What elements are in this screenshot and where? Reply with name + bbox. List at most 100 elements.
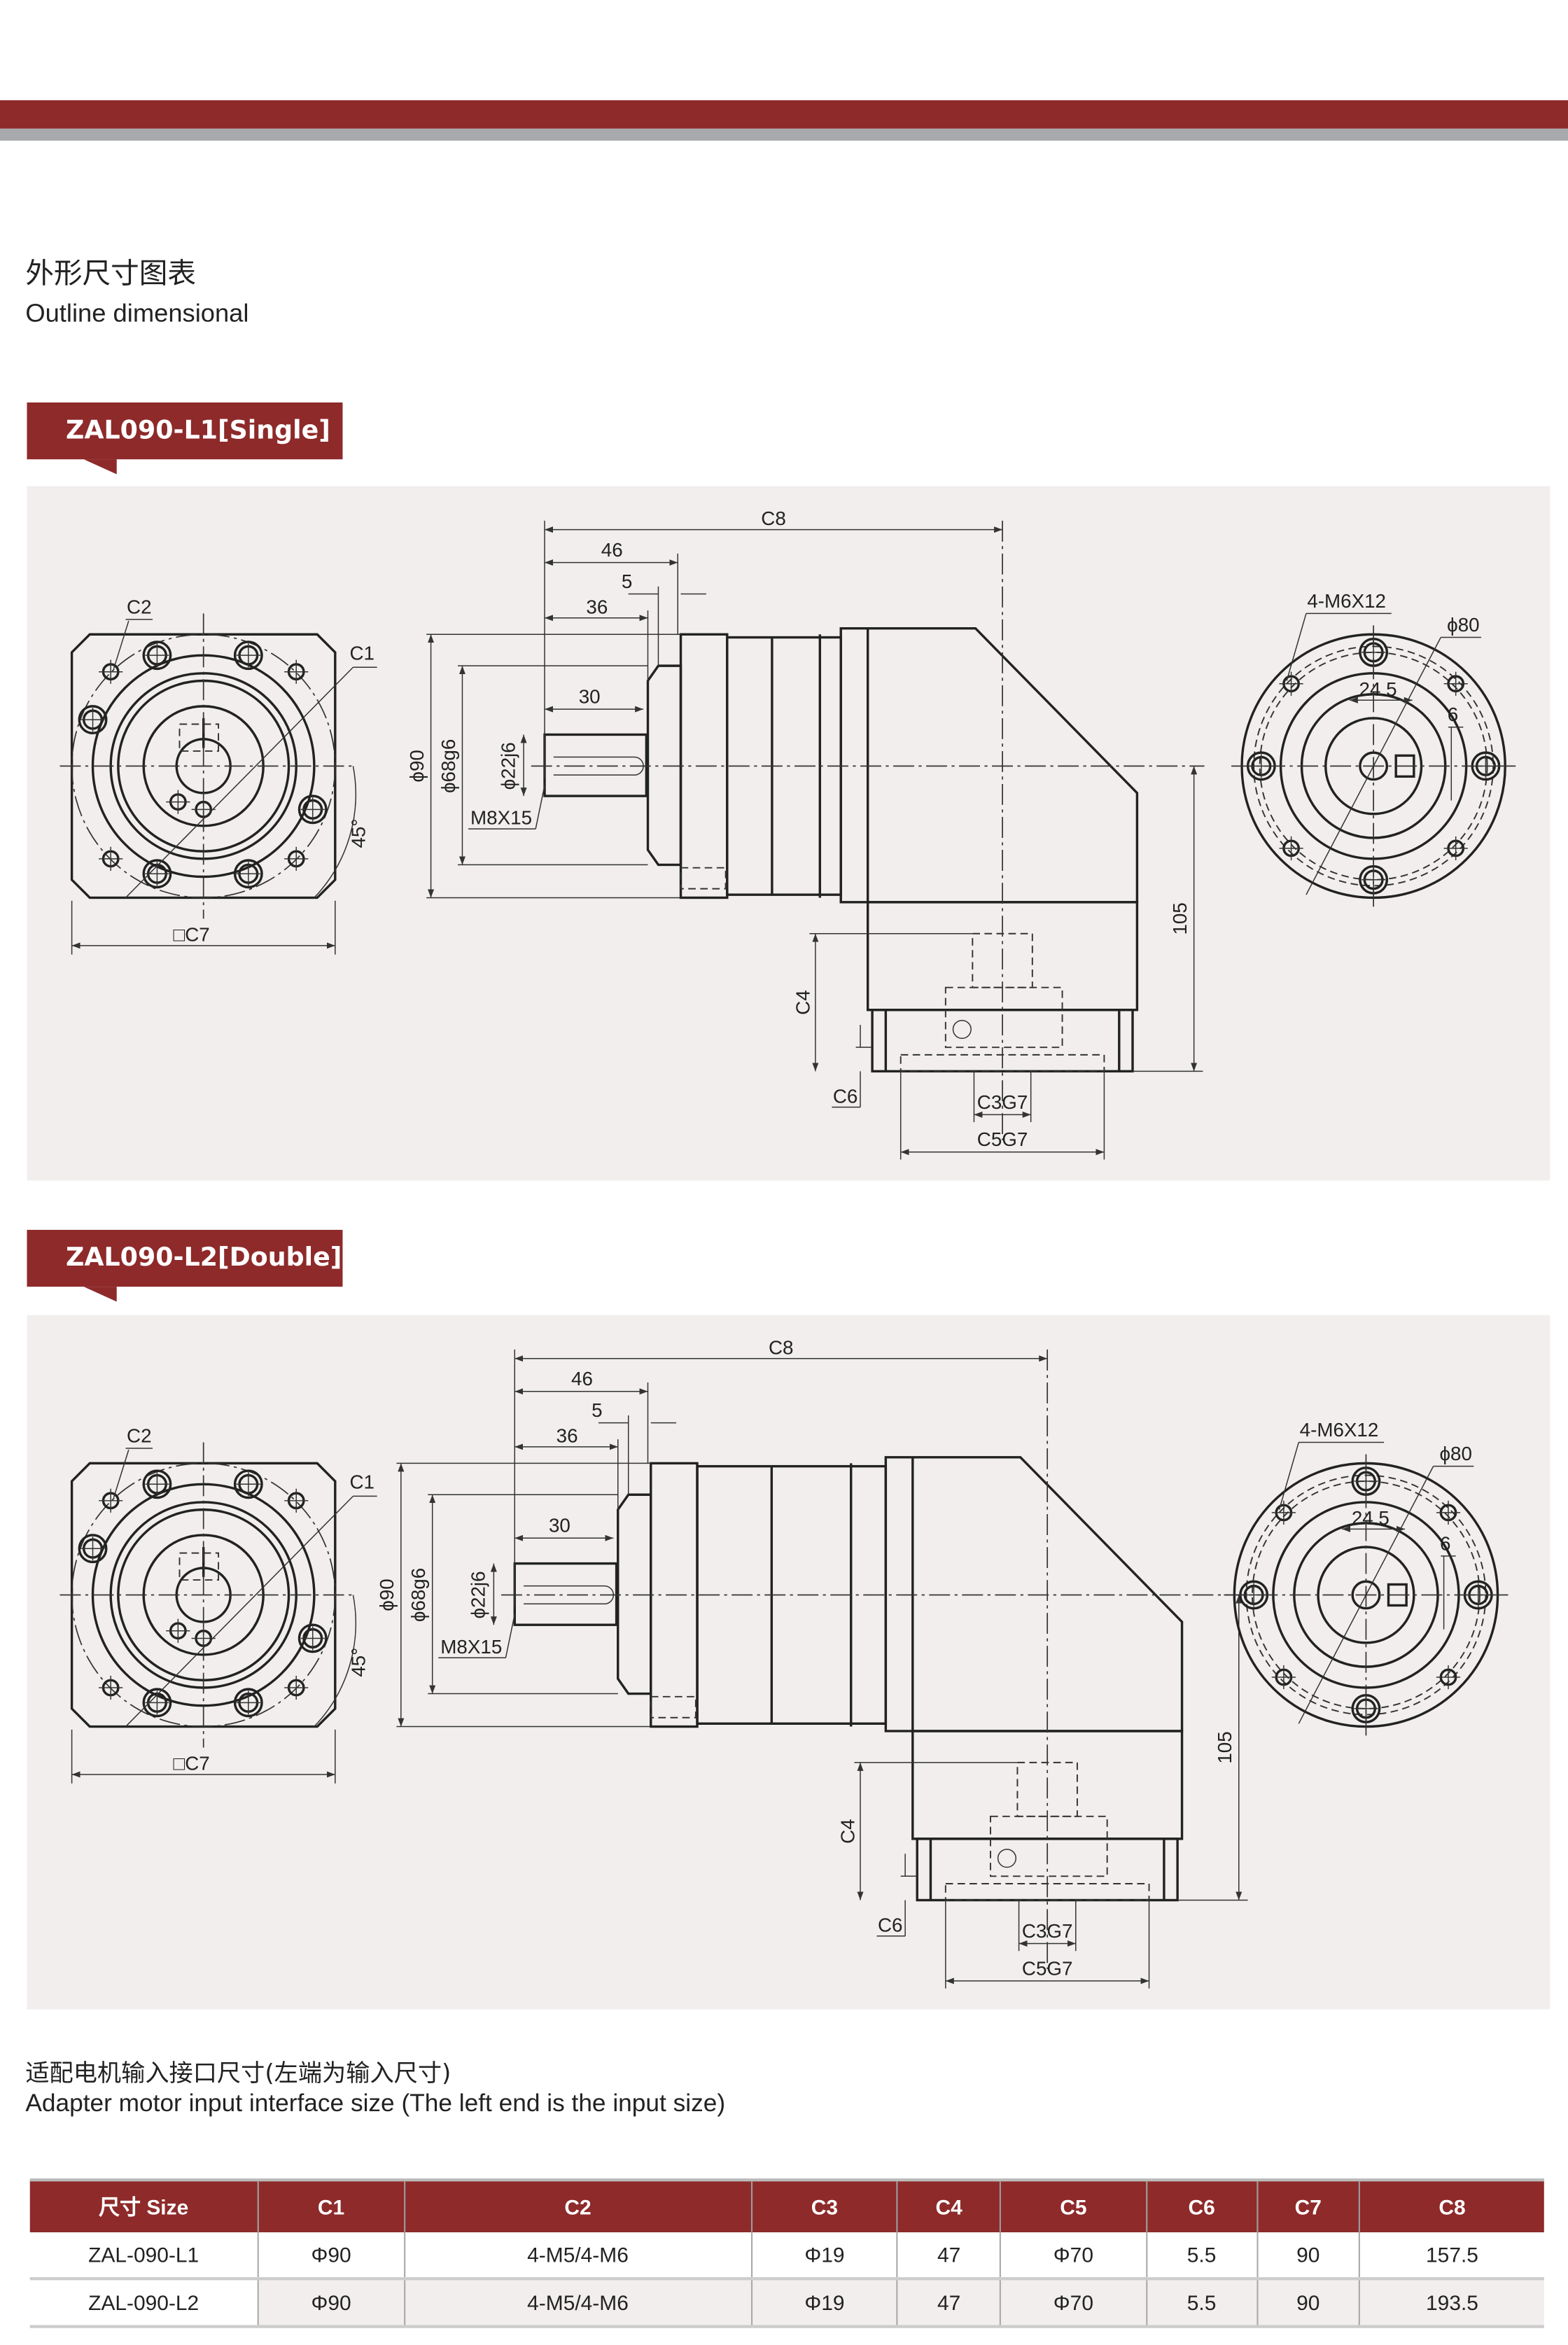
cell-size: ZAL-090-L2	[29, 2278, 258, 2328]
label-24-5: 24.5	[1352, 1507, 1390, 1529]
label-phi80: ϕ80	[1447, 614, 1479, 636]
label-5: 5	[592, 1399, 602, 1421]
c2-leader	[113, 1449, 130, 1498]
header-gray-bar	[0, 128, 1568, 141]
label-m8x15: M8X15	[440, 1636, 502, 1658]
cell-c4: 47	[897, 2232, 1001, 2281]
header-size: 尺寸 Size	[29, 2178, 258, 2233]
label-105: 105	[1169, 902, 1191, 934]
label-c5g7: C5G7	[977, 1128, 1028, 1150]
header-c6: C6	[1145, 2178, 1257, 2233]
label-c5g7: C5G7	[1022, 1957, 1073, 1979]
label-6: 6	[1448, 704, 1458, 725]
bolt-hole-icon	[78, 1534, 108, 1564]
phi80-leader	[1306, 637, 1441, 895]
cell-c6: 5.5	[1145, 2278, 1257, 2328]
bolt-hole-icon	[298, 794, 328, 825]
pilot-flange	[617, 1493, 652, 1695]
bolt-hole-icon	[142, 1469, 172, 1499]
adapter-title-en: Adapter motor input interface size (The …	[25, 2090, 726, 2118]
label-c3g7: C3G7	[1022, 1920, 1073, 1942]
dimension-table: 尺寸 Size C1 C2 C3 C4 C5 C6 C7 C8 ZAL-090-…	[29, 2178, 1544, 2328]
m6-leader	[1286, 613, 1307, 681]
cell-c8: 193.5	[1359, 2278, 1544, 2328]
output-shaft	[543, 733, 648, 797]
banner-label: ZAL090-L1[Single]	[66, 416, 330, 446]
header-c4: C4	[897, 2178, 1001, 2233]
bolt-hole-icon	[233, 640, 263, 671]
banner-tail	[83, 459, 117, 475]
cell-c1: Φ90	[257, 2278, 405, 2328]
label-c7: □C7	[173, 1753, 209, 1774]
c1-leader	[125, 1495, 354, 1728]
clamp-screw-icon	[997, 1849, 1017, 1868]
banner-tail	[83, 1287, 117, 1302]
hidden-clamp	[989, 1815, 1108, 1877]
cell-c6: 5.5	[1145, 2232, 1257, 2281]
header-c1: C1	[257, 2178, 405, 2233]
hidden-clamp	[944, 986, 1063, 1049]
model-banner-single: ZAL090-L1[Single]	[27, 402, 343, 475]
label-36: 36	[556, 1424, 578, 1446]
right-angle-body	[839, 626, 1139, 904]
cell-c3: Φ19	[750, 2232, 898, 2281]
label-phi90: ϕ90	[376, 1578, 398, 1611]
angle-arc	[314, 766, 356, 898]
cell-c2: 4-M5/4-M6	[403, 2278, 752, 2328]
clamp-slot	[178, 1552, 220, 1581]
label-4-m6x12: 4-M6X12	[1307, 590, 1386, 612]
label-105: 105	[1214, 1731, 1236, 1763]
table-header-row: 尺寸 Size C1 C2 C3 C4 C5 C6 C7 C8	[29, 2178, 1544, 2233]
label-phi22j6: ϕ22j6	[497, 742, 519, 790]
cell-c8: 157.5	[1359, 2232, 1544, 2281]
bolt-hole-icon	[142, 859, 172, 889]
cell-c7: 90	[1256, 2232, 1360, 2281]
cell-c3: Φ19	[750, 2278, 898, 2328]
phi80-leader	[1298, 1466, 1434, 1724]
drawing-line	[505, 1614, 515, 1658]
header-red-bar	[0, 100, 1568, 129]
label-c8: C8	[769, 1336, 794, 1358]
output-shaft	[513, 1562, 618, 1626]
label-c4: C4	[792, 990, 813, 1015]
label-45-deg: 45°	[348, 1648, 370, 1677]
right-angle-body	[884, 1456, 1184, 1732]
tapped-hole	[650, 1695, 696, 1718]
bolt-hole-icon	[78, 705, 108, 735]
bolt-hole-icon	[233, 859, 263, 889]
label-phi80: ϕ80	[1439, 1443, 1471, 1464]
pilot-flange	[646, 664, 682, 867]
c1-leader	[125, 666, 354, 898]
label-45-deg: 45°	[348, 819, 370, 848]
bolt-hole-icon	[142, 640, 172, 671]
label-c4: C4	[836, 1819, 858, 1844]
input-flange-square	[70, 633, 337, 899]
label-36: 36	[586, 596, 608, 617]
label-phi68g6: ϕ68g6	[438, 739, 459, 793]
adapter-title-cn: 适配电机输入接口尺寸(左端为输入尺寸)	[25, 2059, 451, 2087]
label-46: 46	[601, 539, 623, 561]
header-c5: C5	[999, 2178, 1147, 2233]
label-46: 46	[571, 1368, 593, 1390]
label-c1: C1	[350, 1471, 375, 1493]
cell-size: ZAL-090-L1	[29, 2232, 258, 2281]
m6-leader	[1278, 1442, 1299, 1510]
model-banner-double: ZAL090-L2[Double]	[27, 1229, 343, 1302]
section-title-cn: 外形尺寸图表	[25, 257, 197, 290]
label-30: 30	[549, 1515, 570, 1536]
section-title-en: Outline dimensional	[25, 299, 249, 328]
drawing-line	[535, 785, 545, 830]
label-c3g7: C3G7	[977, 1091, 1028, 1113]
bolt-hole-icon	[142, 1688, 172, 1718]
tapped-hole	[680, 867, 727, 890]
angle-arc	[314, 1595, 356, 1728]
label-c2: C2	[127, 1424, 151, 1446]
label-m8x15: M8X15	[470, 807, 532, 829]
cell-c5: Φ70	[999, 2232, 1147, 2281]
